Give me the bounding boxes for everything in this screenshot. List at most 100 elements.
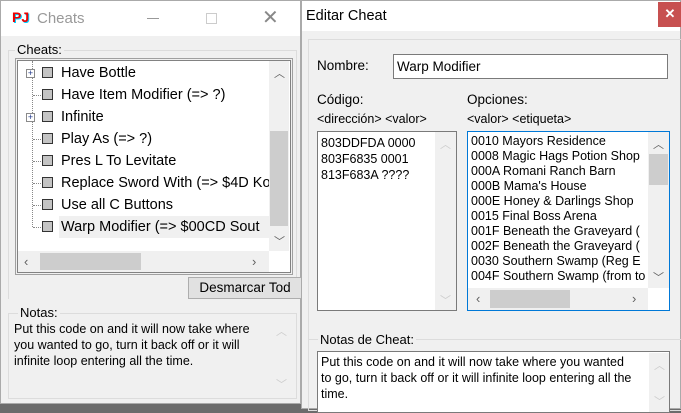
vertical-scrollbar[interactable]: ︿ ﹀ [269, 61, 289, 251]
cheat-checkbox[interactable] [42, 155, 53, 166]
notes-line: time. [321, 387, 349, 401]
scroll-up-icon[interactable]: ︿ [653, 139, 664, 151]
tree-item[interactable]: Have Item Modifier (=> ?) [18, 84, 269, 106]
scroll-left-icon[interactable]: ‹ [24, 254, 29, 269]
option-item[interactable]: 0010 Mayors Residence [471, 134, 606, 148]
cheat-checkbox[interactable] [42, 133, 53, 144]
cheat-checkbox[interactable] [42, 89, 53, 100]
cheat-notes-label: Notas de Cheat: [318, 332, 416, 347]
code-scrollbar[interactable]: ︿ ﹀ [435, 132, 456, 310]
edit-cheat-window: Editar Cheat ✕ Nombre: Warp Modifier Cód… [301, 0, 681, 413]
tree-item[interactable]: Warp Modifier (=> $00CD Sout [18, 216, 269, 238]
code-textarea[interactable]: 803DDFDA 0000 803F6835 0001 813F683A ???… [317, 131, 457, 311]
scroll-thumb[interactable] [649, 154, 668, 185]
scroll-thumb[interactable] [270, 131, 288, 226]
cheat-checkbox[interactable] [42, 221, 53, 232]
tree-item-label: Infinite [61, 109, 104, 125]
notes-scroll-up-icon[interactable]: ︿ [276, 326, 287, 338]
tree-item[interactable]: + Have Bottle [18, 62, 269, 84]
tree-item-label: Pres L To Levitate [61, 153, 177, 169]
notes-line: you wanted to go, turn it back off or it… [14, 338, 240, 352]
maximize-icon[interactable] [206, 13, 217, 24]
scroll-left-icon[interactable]: ‹ [476, 291, 481, 306]
cheat-checkbox[interactable] [42, 111, 53, 122]
tree-connector [33, 183, 41, 184]
close-button[interactable]: ✕ [658, 2, 681, 27]
tree-item[interactable]: Use all C Buttons [18, 194, 269, 216]
option-item[interactable]: 000E Honey & Darlings Shop [471, 194, 634, 208]
scroll-up-icon[interactable]: ︿ [274, 68, 285, 80]
notes-line: Put this code on and it will now take wh… [321, 355, 624, 369]
tree-item[interactable]: Replace Sword With (=> $4D Ko [18, 172, 271, 194]
options-hscrollbar[interactable]: ‹ › [468, 288, 648, 310]
option-item[interactable]: 000B Mama's House [471, 179, 587, 193]
cheat-checkbox[interactable] [42, 67, 53, 78]
tree-item[interactable]: Play As (=> ?) [18, 128, 269, 150]
scroll-down-icon[interactable]: ﹀ [274, 236, 285, 248]
option-item[interactable]: 0030 Southern Swamp (Reg E [471, 254, 641, 268]
cheats-group [8, 50, 297, 299]
window-title: Cheats [37, 10, 85, 27]
edit-window-title: Editar Cheat [306, 8, 387, 24]
option-item[interactable]: 002F Beneath the Graveyard ( [471, 239, 640, 253]
hscroll-thumb[interactable] [40, 253, 141, 270]
code-line: 803DDFDA 0000 [321, 136, 416, 150]
options-label: Opciones: [467, 92, 528, 107]
scroll-down-icon[interactable]: ﹀ [654, 396, 665, 408]
scroll-right-icon[interactable]: › [632, 291, 637, 306]
scroll-up-icon[interactable]: ︿ [654, 360, 665, 372]
option-item[interactable]: 0015 Final Boss Arena [471, 209, 597, 223]
code-label: Código: [317, 92, 364, 107]
tree-line [32, 61, 33, 227]
notes-text: Put this code on and it will now take wh… [14, 321, 269, 369]
tree-connector [33, 139, 41, 140]
tree-item-label: Play As (=> ?) [61, 131, 153, 147]
tree-item-label: Have Bottle [61, 65, 136, 81]
expand-icon[interactable]: + [26, 112, 35, 122]
tree-connector [33, 161, 41, 162]
tree-connector [33, 205, 41, 206]
scroll-down-icon[interactable]: ﹀ [653, 272, 664, 284]
scroll-right-icon[interactable]: › [252, 254, 257, 269]
cheat-notes-textarea[interactable]: Put this code on and it will now take wh… [317, 351, 670, 413]
option-item[interactable]: 000A Romani Ranch Barn [471, 164, 616, 178]
code-line: 803F6835 0001 [321, 152, 409, 166]
notes-scrollbar[interactable]: ︿ ﹀ [649, 353, 669, 412]
notes-line: Put this code on and it will now take wh… [14, 322, 250, 336]
close-icon[interactable]: ✕ [262, 7, 279, 29]
tree-item-label: Use all C Buttons [61, 197, 174, 213]
cheat-checkbox[interactable] [42, 199, 53, 210]
tree-item-label: Warp Modifier (=> $00CD Sout [59, 216, 269, 238]
tree-item-label: Have Item Modifier (=> ?) [61, 87, 226, 103]
cheat-checkbox[interactable] [42, 177, 53, 188]
notes-scroll-down-icon[interactable]: ﹀ [276, 379, 287, 391]
tree-connector [33, 227, 41, 228]
code-line: 813F683A ???? [321, 168, 410, 182]
scroll-up-icon[interactable]: ︿ [440, 139, 451, 151]
options-vscrollbar[interactable]: ︿ ﹀ [648, 132, 669, 288]
notes-group [8, 313, 297, 399]
unmark-all-button[interactable]: Desmarcar Tod [188, 277, 302, 299]
minimize-icon[interactable] [147, 18, 159, 19]
tree-connector [33, 95, 41, 96]
cheats-group-label: Cheats: [15, 42, 64, 57]
tree-item[interactable]: Pres L To Levitate [18, 150, 269, 172]
option-item[interactable]: 0008 Magic Hags Potion Shop [471, 149, 640, 163]
code-hint: <dirección> <valor> [317, 112, 427, 126]
scroll-down-icon[interactable]: ﹀ [440, 295, 451, 307]
name-label: Nombre: [317, 58, 369, 73]
hscroll-thumb[interactable] [490, 290, 570, 308]
app-logo: PJ [12, 9, 30, 25]
horizontal-scrollbar[interactable]: ‹ › [18, 251, 269, 272]
option-item[interactable]: 004F Southern Swamp (from to [471, 269, 646, 283]
tree-item[interactable]: + Infinite [18, 106, 269, 128]
edit-title-bar: Editar Cheat ✕ [302, 1, 681, 31]
name-input[interactable]: Warp Modifier [393, 54, 668, 79]
option-item[interactable]: 001F Beneath the Graveyard ( [471, 224, 640, 238]
notes-group-line [308, 339, 681, 340]
expand-icon[interactable]: + [26, 68, 35, 78]
notes-line: infinite loop entering all the time. [14, 354, 194, 368]
